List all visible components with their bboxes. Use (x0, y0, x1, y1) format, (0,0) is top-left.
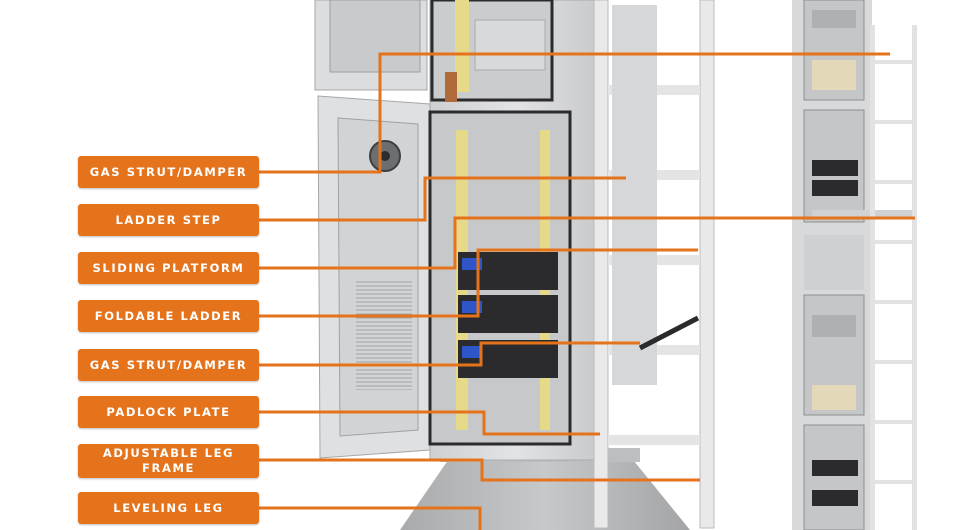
callout-ladder-step: LADDER STEP (78, 204, 259, 236)
callout-text: GAS STRUT/DAMPER (89, 357, 248, 372)
callout-text: SLIDING PLATFORM (92, 260, 245, 275)
main-cabinet (314, 0, 715, 530)
leader-leveling-leg (258, 506, 482, 530)
leader-gas-strut-bottom (258, 341, 640, 367)
callout-text: LEVELING LEG (113, 500, 224, 515)
callout-padlock-plate: PADLOCK PLATE (78, 396, 259, 428)
callout-foldable-ladder: FOLDABLE LADDER (78, 300, 259, 332)
leader-gas-strut-top (258, 52, 890, 174)
leader-padlock-plate (258, 410, 600, 436)
callout-sliding-platform: SLIDING PLATFORM (78, 252, 259, 284)
callout-gas-strut-damper-bottom: GAS STRUT/DAMPER (78, 349, 259, 381)
leader-adjustable-leg-frame (258, 458, 700, 482)
callout-gas-strut-damper-top: GAS STRUT/DAMPER (78, 156, 259, 188)
foldable-ladder-graphic (593, 0, 715, 529)
callout-adjustable-leg-frame: ADJUSTABLE LEG FRAME (78, 444, 259, 478)
callout-text: LADDER STEP (115, 212, 222, 227)
door-vent (356, 280, 412, 390)
callout-text: FOLDABLE LADDER (94, 308, 243, 323)
leader-ladder-step (258, 176, 626, 222)
callout-text: GAS STRUT/DAMPER (89, 164, 248, 179)
callout-text: PADLOCK PLATE (106, 404, 231, 419)
side-view (792, 0, 917, 530)
callout-text: ADJUSTABLE LEG FRAME (102, 446, 235, 475)
leader-foldable-ladder (258, 248, 698, 318)
leader-sliding-platform (258, 216, 915, 270)
leg-frame-base (400, 450, 690, 530)
equipment-stack (458, 252, 558, 378)
callout-leveling-leg: LEVELING LEG (78, 492, 259, 524)
leader-lines (258, 52, 915, 530)
